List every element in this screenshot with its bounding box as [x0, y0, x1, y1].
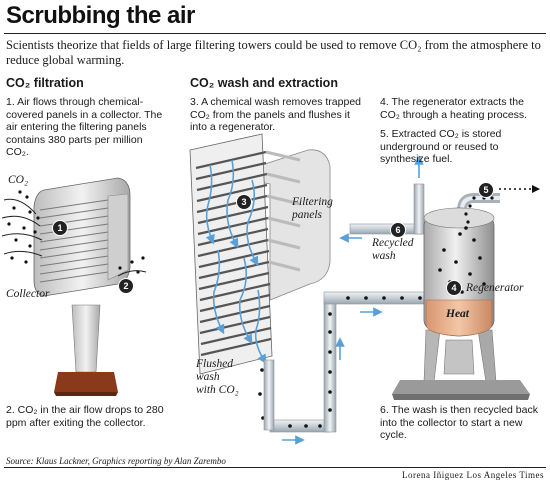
step-6-text: 6. The wash is then recycled back into t… [380, 404, 538, 441]
step-2-text: 2. CO₂ in the air flow drops to 280 ppm … [6, 404, 164, 429]
pipes [263, 155, 540, 445]
badge-1: 1 [52, 220, 68, 236]
flushed-wash-label-2: wash [196, 371, 220, 383]
badge-6: 6 [390, 222, 406, 238]
regenerator-label: Regenerator [466, 282, 524, 294]
step-3-text: 3. A chemical wash removes trapped CO₂ f… [190, 96, 362, 133]
badge-2: 2 [118, 278, 134, 294]
co2-label: CO₂ [8, 174, 28, 186]
filtering-panels-label-2: panels [292, 209, 323, 221]
step-5-text: 5. Extracted CO₂ is stored underground o… [380, 128, 502, 165]
credit-line: Lorena Iñiguez Los Angeles Times [402, 470, 544, 480]
section-header-wash: CO₂ wash and extraction [190, 76, 338, 90]
filter-panels [189, 133, 331, 420]
collector-label: Collector [6, 288, 50, 300]
badge-4: 4 [446, 280, 462, 296]
step-4-text: 4. The regenerator extracts the CO₂ thro… [380, 96, 528, 121]
intro-text: Scientists theorize that fields of large… [6, 38, 541, 67]
regenerator-tank [392, 204, 530, 400]
badge-5: 5 [478, 182, 494, 198]
filtering-panels-label-1: Filtering [292, 196, 333, 208]
recycled-wash-label-2: wash [372, 250, 396, 262]
flushed-wash-label-1: Flushed [196, 358, 234, 370]
small-collector [1, 177, 147, 396]
page-title: Scrubbing the air [6, 2, 195, 29]
heat-label: Heat [446, 308, 469, 320]
source-line: Source: Klaus Lackner, Graphics reportin… [6, 456, 226, 466]
badge-3: 3 [236, 194, 252, 210]
section-header-filtration: CO₂ filtration [6, 76, 84, 90]
step-1-text: 1. Air flows through chemical-covered pa… [6, 96, 163, 158]
flushed-wash-label-3: with CO₂ [196, 384, 239, 396]
recycled-wash-label-1: Recycled [372, 237, 414, 249]
bottom-rule [4, 467, 546, 468]
top-rule [4, 33, 546, 34]
